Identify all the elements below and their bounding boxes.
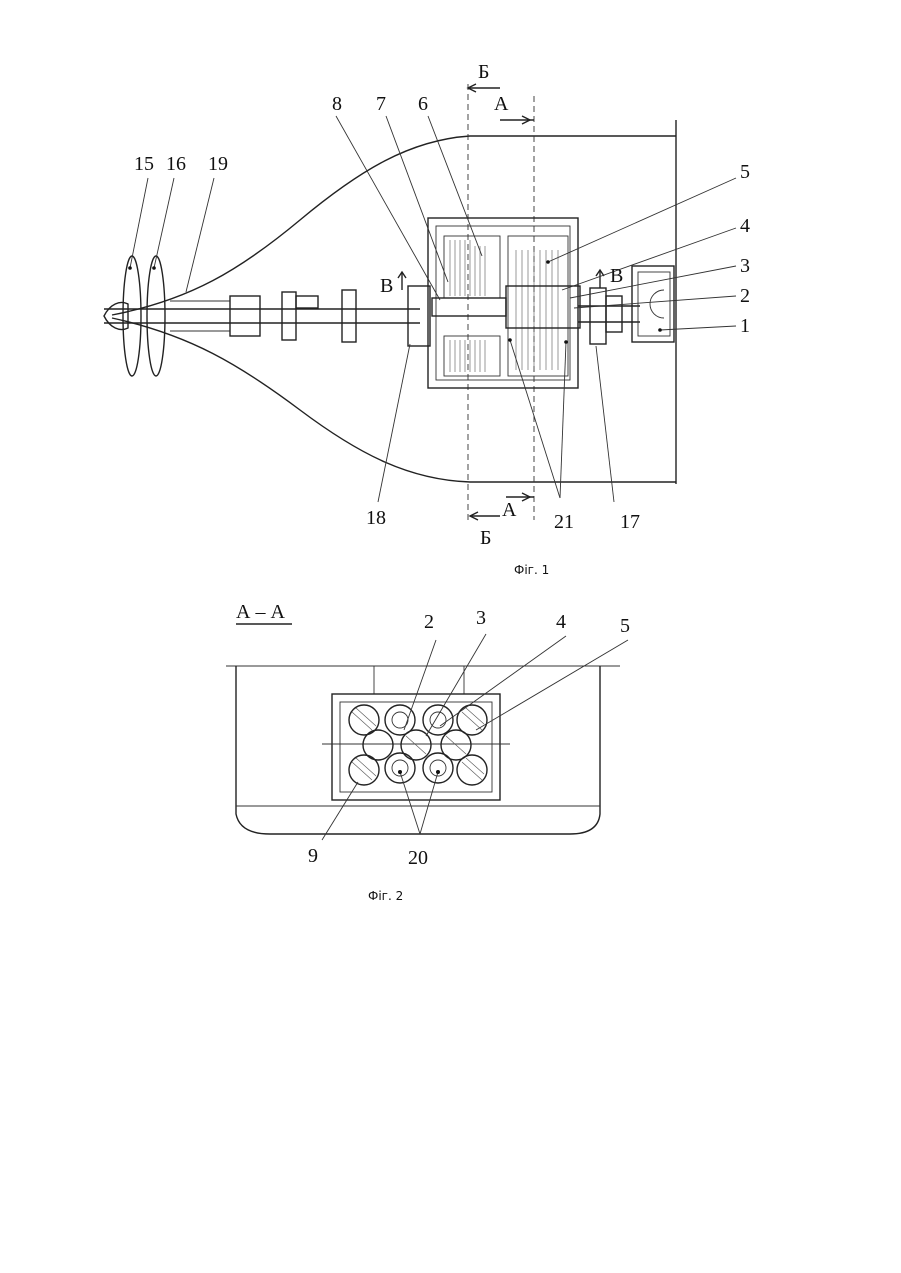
figure-2: А – А bbox=[226, 601, 630, 903]
callout-2: 2 bbox=[740, 285, 750, 307]
callout-fig2-9: 9 bbox=[308, 845, 318, 867]
bearing-18 bbox=[408, 286, 430, 346]
callout-21: 21 bbox=[554, 511, 574, 533]
callout-15: 15 bbox=[134, 153, 154, 175]
callout-1: 1 bbox=[740, 315, 750, 337]
callout-fig2-3: 3 bbox=[476, 607, 486, 629]
coupling-b bbox=[282, 292, 296, 340]
callout-8: 8 bbox=[332, 93, 342, 115]
gear-stage-7-lower bbox=[444, 336, 500, 376]
callout-17: 17 bbox=[620, 511, 640, 533]
callout-19: 19 bbox=[208, 153, 228, 175]
gear-circle-5 bbox=[457, 705, 487, 735]
section-mark-b-top: Б bbox=[478, 61, 489, 83]
gear-hatching-left bbox=[450, 240, 485, 372]
section-mark-a-top: А bbox=[494, 93, 509, 115]
callout-4: 4 bbox=[740, 215, 750, 237]
gearbox-housing bbox=[428, 218, 578, 388]
callout-5: 5 bbox=[740, 161, 750, 183]
gear-circle-20a bbox=[385, 753, 415, 783]
section-mark-a-bottom: А bbox=[502, 499, 517, 521]
gear-circle-l2 bbox=[363, 730, 393, 760]
callout-18: 18 bbox=[366, 507, 386, 529]
gear-circles bbox=[349, 705, 487, 785]
callout-16: 16 bbox=[166, 153, 186, 175]
coupling-c bbox=[296, 296, 318, 308]
section-mark-v-right: В bbox=[610, 265, 623, 287]
bearing-17 bbox=[590, 288, 606, 344]
callout-fig2-5: 5 bbox=[620, 615, 630, 637]
coupling-d bbox=[342, 290, 356, 342]
gearbox-inner-wall bbox=[436, 226, 570, 380]
callout-fig2-20: 20 bbox=[408, 847, 428, 869]
section-title-a-a: А – А bbox=[236, 601, 285, 623]
motor-1-arc bbox=[650, 290, 664, 318]
gear-circle-r-low bbox=[457, 755, 487, 785]
figure-2-caption: Фіг. 2 bbox=[368, 889, 403, 903]
leader-lines-fig2 bbox=[322, 634, 628, 840]
central-shaft-8 bbox=[432, 298, 506, 316]
callout-3: 3 bbox=[740, 255, 750, 277]
propeller-15 bbox=[123, 256, 141, 376]
propeller-16 bbox=[147, 256, 165, 376]
callout-fig2-4: 4 bbox=[556, 611, 566, 633]
motor-coupling bbox=[606, 296, 622, 332]
gear-stage-7 bbox=[444, 236, 500, 298]
figure-1-caption: Фіг. 1 bbox=[514, 563, 549, 577]
coupling-a bbox=[230, 296, 260, 336]
gear-hatching-right bbox=[516, 250, 558, 370]
callout-6: 6 bbox=[418, 93, 428, 115]
callout-7: 7 bbox=[376, 93, 386, 115]
section-mark-b-bottom: Б bbox=[480, 527, 491, 549]
propeller-cone bbox=[104, 303, 128, 330]
output-gear-2 bbox=[506, 286, 580, 328]
figure-1: 15 16 19 8 7 6 5 4 3 2 1 18 21 17 Б А А … bbox=[104, 61, 750, 577]
callout-fig2-2: 2 bbox=[424, 611, 434, 633]
hull-outline-bottom bbox=[112, 318, 676, 482]
section-mark-v-left: В bbox=[380, 275, 393, 297]
